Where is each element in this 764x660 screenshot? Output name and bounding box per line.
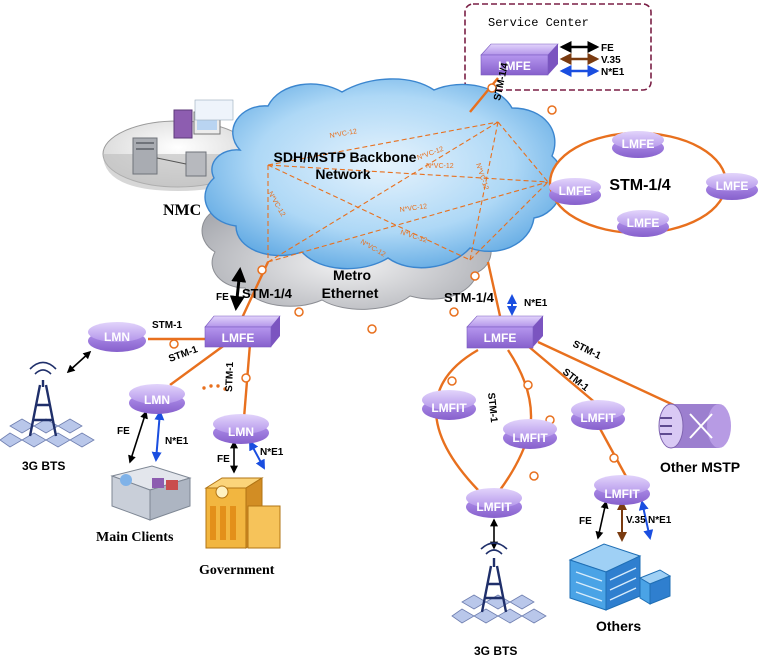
lmfit-left[interactable]: LMFIT — [422, 390, 476, 420]
arrow-label-fe: FE — [579, 516, 592, 527]
service-center-title: Service Center — [488, 16, 589, 30]
ports — [169, 83, 619, 481]
device-label: LMFE — [622, 137, 655, 151]
link-label-stm1: STM-1 — [224, 361, 236, 392]
others-icon — [568, 543, 672, 611]
ring-lmfe-right[interactable]: LMFE — [706, 173, 758, 200]
device-label: LMFIT — [580, 411, 616, 425]
link-label-stm1: STM-1 — [485, 392, 499, 423]
main-clients-icon — [110, 465, 192, 521]
lmfit-bottom[interactable]: LMFIT — [466, 488, 522, 518]
ring-lmfe-bottom[interactable]: LMFE — [617, 210, 669, 237]
bts-right-icon — [451, 542, 547, 624]
device-label: LMFIT — [476, 500, 512, 514]
arrow-label-fe: FE — [216, 292, 229, 303]
backbone-cloud — [204, 78, 564, 270]
interface-arrows — [66, 267, 654, 550]
bts-left-icon — [0, 361, 95, 448]
arrow-label-ne1: N*E1 — [648, 515, 672, 526]
device-label: LMFIT — [604, 487, 640, 501]
device-label: LMFE — [498, 59, 531, 73]
government-icon — [204, 477, 281, 549]
lmn-right[interactable]: LMN — [213, 414, 269, 444]
arrow-label-fe: FE — [217, 454, 230, 465]
lmn-left[interactable]: LMN — [88, 322, 146, 352]
lmn-mid[interactable]: LMN — [129, 384, 185, 414]
right-hub-lmfe[interactable]: LMFE — [466, 315, 544, 349]
other-mstp-label: Other MSTP — [660, 459, 740, 475]
link-label-stm14-right: STM-1/4 — [444, 290, 495, 305]
ring-label: STM-1/4 — [609, 177, 670, 194]
metro-line1: Metro — [333, 267, 371, 283]
service-center: Service Center LMFE FE V.35 N*E1 — [464, 3, 652, 91]
lmfit-others[interactable]: LMFIT — [594, 475, 650, 505]
legend-ne1: N*E1 — [601, 67, 625, 78]
backbone-line2: Network — [315, 166, 370, 182]
main-clients-label: Main Clients — [96, 530, 174, 545]
vc12-mesh — [267, 121, 549, 263]
link-label-stm1: STM-1 — [152, 320, 182, 331]
bts-left-label: 3G BTS — [22, 459, 65, 473]
others-label: Others — [596, 618, 641, 634]
workstation-icon — [173, 99, 234, 177]
device-label: LMFE — [484, 331, 517, 345]
device-label: LMFE — [627, 216, 660, 230]
ring-lmfe-left[interactable]: LMFE — [549, 178, 601, 205]
device-label: LMFIT — [512, 431, 548, 445]
device-label: LMFE — [222, 331, 255, 345]
metro-line2: Ethernet — [322, 285, 379, 301]
arrow-label-fe: FE — [117, 426, 130, 437]
legend-fe: FE — [601, 43, 614, 54]
bts-right-label: 3G BTS — [474, 644, 517, 658]
device-label: LMFIT — [431, 401, 467, 415]
arrow-label-ne1: N*E1 — [165, 436, 189, 447]
lmfit-mid[interactable]: LMFIT — [503, 419, 557, 449]
link-label-stm14-left: STM-1/4 — [242, 286, 293, 301]
arrow-label-ne1: N*E1 — [524, 298, 548, 309]
link-label-stm1: STM-1 — [560, 367, 591, 394]
left-hub-lmfe[interactable]: LMFE — [204, 315, 281, 348]
other-mstp-icon[interactable] — [658, 403, 731, 449]
device-label: LMN — [228, 425, 254, 439]
device-label: LMN — [144, 393, 170, 407]
arrow-label-ne1: N*E1 — [260, 447, 284, 458]
lmfit-right[interactable]: LMFIT — [571, 400, 625, 430]
dots — [202, 384, 227, 391]
device-label: LMN — [104, 330, 130, 344]
legend-v35: V.35 — [601, 55, 621, 66]
vc-label: N*VC-12 — [329, 128, 358, 140]
vc-label: N*VC-12 — [399, 203, 427, 214]
stm-ring: STM-1/4 — [548, 131, 728, 235]
vc-label: N*VC-12 — [426, 163, 454, 170]
backbone-line1: SDH/MSTP Backbone — [274, 149, 417, 165]
arrow-label-v35: V.35 — [626, 515, 646, 526]
nmc-label: NMC — [163, 202, 201, 219]
service-center-lmfe[interactable]: LMFE — [480, 43, 559, 76]
government-label: Government — [199, 563, 275, 578]
device-label: LMFE — [559, 184, 592, 198]
device-label: LMFE — [716, 179, 749, 193]
ring-lmfe-top[interactable]: LMFE — [612, 131, 664, 158]
service-legend: FE V.35 N*E1 — [559, 41, 625, 78]
server-icon — [132, 137, 158, 175]
